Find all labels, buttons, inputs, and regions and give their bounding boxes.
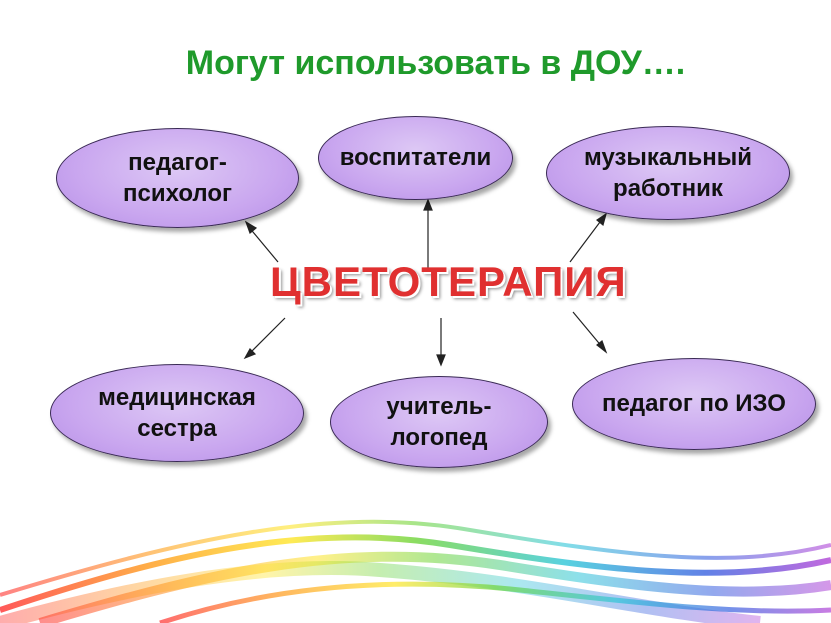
node-nurse-label: медицинская сестра xyxy=(98,383,256,442)
node-nurse: медицинская сестра xyxy=(50,364,304,462)
node-art-label: педагог по ИЗО xyxy=(602,390,786,418)
node-art: педагог по ИЗО xyxy=(572,358,816,450)
page-title: Могут использовать в ДОУ…. xyxy=(185,44,686,82)
node-music: музыкальный работник xyxy=(546,126,790,220)
node-psychologist-label: педагог- психолог xyxy=(123,148,232,207)
node-psychologist: педагог- психолог xyxy=(56,128,299,228)
arrow-to-music xyxy=(569,217,604,263)
node-speech-label: учитель- логопед xyxy=(386,392,492,451)
node-educators-label: воспитатели xyxy=(339,144,492,172)
arrow-to-psychologist xyxy=(247,225,279,263)
node-educators: воспитатели xyxy=(318,116,513,200)
node-music-label: музыкальный работник xyxy=(584,143,752,202)
node-speech: учитель- логопед xyxy=(330,376,548,468)
center-concept: ЦВЕТОТЕРАПИЯ xyxy=(270,258,627,305)
arrow-to-nurse xyxy=(247,317,286,356)
arrow-to-art xyxy=(572,311,604,349)
